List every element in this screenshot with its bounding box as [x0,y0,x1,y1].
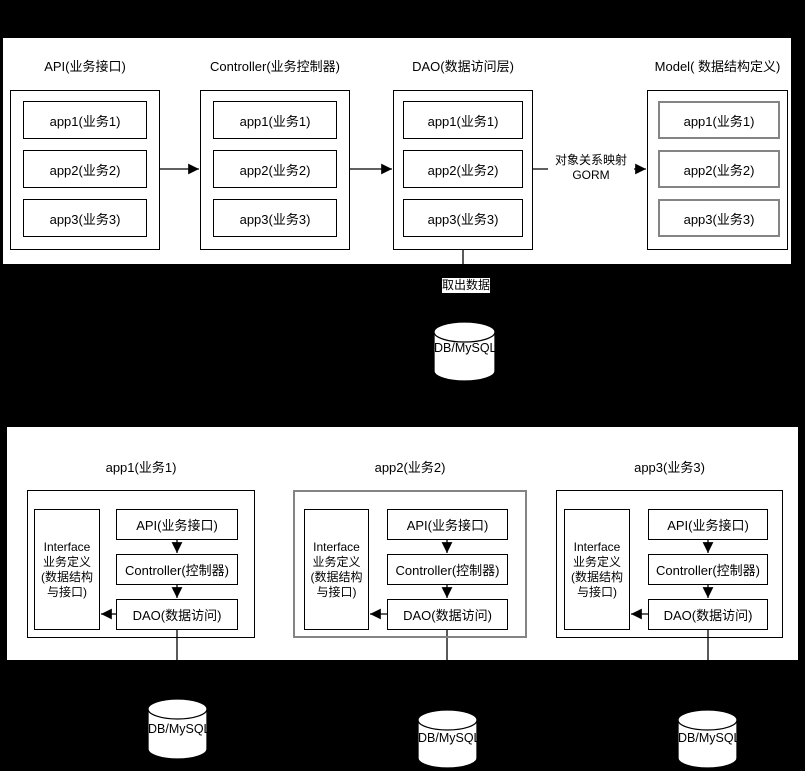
db-main-label: DB/MySQL [434,341,497,355]
model-app2-node: app2(业务2) [658,150,780,188]
app3-api-node: API(业务接口) [648,509,768,540]
app1-group-box [27,490,255,638]
orm-mapping-line2: GORM [572,168,610,182]
group-title-app3: app3(业务3) [634,460,705,475]
app3-interface-node: Interface 业务定义 (数据结构 与接口) [564,509,630,630]
orm-mapping-label: 对象关系映射 GORM [548,153,634,183]
column-title-controller: Controller(业务控制器) [209,59,340,74]
db-app3-label: DB/MySQL [678,731,741,745]
app3-controller-node: Controller(控制器) [648,554,768,585]
column-title-model: Model( 数据结构定义) [654,59,781,74]
api-app1-node: app1(业务1) [23,101,147,139]
app2-interface-node: Interface 业务定义 (数据结构 与接口) [304,509,369,630]
model-app1-node: app1(业务1) [658,101,780,139]
interface-line: 业务定义 [42,554,91,569]
app1-interface-node: Interface 业务定义 (数据结构 与接口) [34,509,100,630]
db-app1-label: DB/MySQL [148,722,211,736]
interface-line: Interface [43,539,91,554]
app3-group-box [556,490,783,638]
group-title-app2: app2(业务2) [374,460,446,475]
column-title-dao: DAO(数据访问层) [412,59,514,74]
interface-line: (数据结构 [571,569,623,584]
api-column-box [10,90,160,250]
app3-dao-node: DAO(数据访问) [648,599,768,630]
db-cylinder-app1 [147,698,208,760]
controller-app3-node: app3(业务3) [213,199,337,237]
interface-line: 业务定义 [572,554,621,569]
api-app3-node: app3(业务3) [23,199,147,237]
app2-controller-node: Controller(控制器) [387,554,508,585]
app1-dao-node: DAO(数据访问) [116,599,238,630]
db-app2-label: DB/MySQL [418,731,481,745]
interface-line: Interface [313,539,360,554]
interface-line: 业务定义 [312,554,361,569]
db-cylinder-main [433,321,496,382]
interface-line: 与接口) [316,584,357,599]
db-cylinder-app2 [417,709,478,769]
interface-line: 与接口) [577,584,617,599]
model-column-box [647,90,788,250]
interface-line: (数据结构 [310,569,363,584]
fetch-data-label: 取出数据 [442,278,491,293]
dao-column-box [393,90,533,250]
column-title-api: API(业务接口) [44,59,126,74]
group-title-app1: app1(业务1) [105,460,177,475]
app2-group-box [293,490,527,638]
dao-app2-node: app2(业务2) [403,150,523,188]
model-app3-node: app3(业务3) [658,199,780,237]
interface-line: Interface [573,539,621,554]
controller-app1-node: app1(业务1) [213,101,337,139]
app1-controller-node: Controller(控制器) [116,554,238,585]
controller-app2-node: app2(业务2) [213,150,337,188]
db-cylinder-app3 [677,709,738,769]
controller-column-box [200,90,350,250]
app1-api-node: API(业务接口) [116,509,238,540]
orm-mapping-line1: 对象关系映射 [554,153,627,167]
app2-api-node: API(业务接口) [387,509,508,540]
dao-app3-node: app3(业务3) [403,199,523,237]
interface-line: 与接口) [47,584,87,599]
interface-line: (数据结构 [41,569,93,584]
dao-app1-node: app1(业务1) [403,101,523,139]
app2-dao-node: DAO(数据访问) [387,599,508,630]
api-app2-node: app2(业务2) [23,150,147,188]
